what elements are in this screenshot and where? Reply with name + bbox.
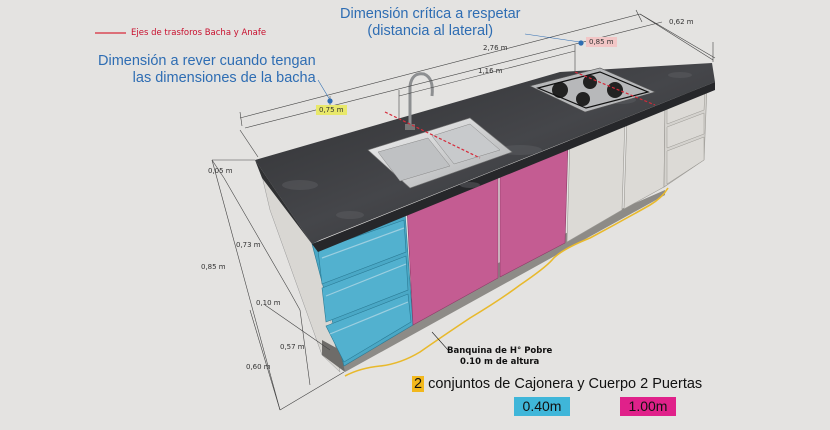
faucet-base [405, 124, 415, 130]
sink-bowl-right [431, 123, 501, 165]
cooktop [529, 67, 656, 113]
sink-bowl-left [377, 137, 451, 182]
dim-countertop-thickness: 0,05 m [208, 167, 233, 175]
cabinet-left-plinth [322, 340, 345, 372]
summary-description: conjuntos de Cajonera y Cuerpo 2 Puertas [428, 376, 703, 392]
countertop-front-edge [312, 82, 715, 252]
cooktop-burners [552, 75, 623, 106]
right-drawer-2 [666, 112, 705, 149]
floor-outline-yellow [344, 187, 669, 377]
banquina-line1: Banquina de H° Pobre [447, 346, 553, 356]
review-marker [327, 98, 333, 104]
dim-total-height: 0,85 m [201, 263, 226, 271]
drawer-handle-1 [321, 227, 405, 259]
cooktop-axis-line [574, 71, 656, 106]
critical-note-line2: (distancia al lateral) [367, 23, 494, 39]
pink-unit-width: 1.00m [620, 397, 676, 416]
drawer-1 [317, 219, 407, 285]
dim-plinth-height: 0,10 m [256, 299, 281, 307]
dim-depth: 0,62 m [669, 18, 694, 26]
review-note-line1: Dimensión a rever cuando tengan [98, 53, 316, 69]
dimension-lines-left [211, 159, 345, 411]
dim-base-height: 0,60 m [246, 363, 271, 371]
dim-total-length: 2,76 m [483, 44, 508, 52]
sink-axis-line [384, 111, 481, 159]
review-note-line2: las dimensiones de la bacha [132, 70, 316, 86]
drawer-handle-2 [325, 263, 407, 297]
dim-sink-offset: 0,75 m [316, 105, 347, 115]
door-white-1 [566, 117, 626, 243]
dim-body-height: 0,73 m [236, 241, 261, 249]
critical-marker [578, 40, 584, 46]
banquina-label: Banquina de H° Pobre 0.10 m de altura [447, 346, 552, 368]
drawer-3 [325, 293, 412, 363]
note-leader-lines [317, 33, 581, 101]
faucet [408, 72, 434, 128]
right-drawer-3 [666, 136, 705, 185]
cooktop-grates [536, 71, 650, 109]
critical-note-line1: Dimensión crítica a respetar [340, 6, 521, 22]
dim-cooktop-offset: 0,85 m [586, 37, 617, 47]
drawer-handle-3 [329, 301, 409, 335]
summary-count: 2 [412, 376, 425, 392]
legend-label: Ejes de trasforos Bacha y Anafe [131, 28, 267, 38]
blue-unit-width: 0.40m [514, 397, 570, 416]
critical-note: Dimensión crítica a respetar (distancia … [340, 6, 521, 40]
dim-sink-to-cooktop: 1,16 m [478, 67, 503, 75]
dim-drawer-height: 0,57 m [280, 343, 305, 351]
summary-text: 2 conjuntos de Cajonera y Cuerpo 2 Puert… [412, 376, 702, 392]
drawer-2 [321, 255, 409, 323]
review-note: Dimensión a rever cuando tengan las dime… [98, 53, 316, 87]
banquina-leader [431, 331, 449, 351]
banquina-line2: 0.10 m de altura [460, 357, 540, 367]
